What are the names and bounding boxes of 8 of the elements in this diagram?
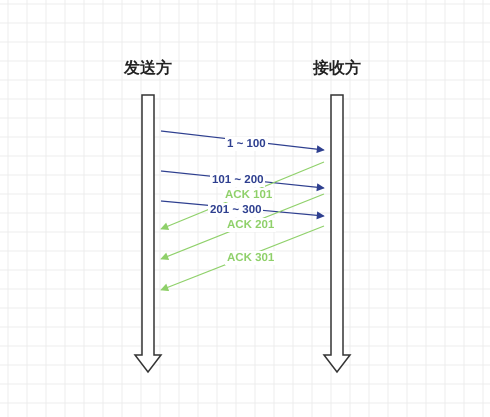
edge-label: ACK 101	[223, 188, 274, 202]
edge-label: 101 ~ 200	[210, 173, 266, 187]
column-heading: 接收方	[312, 58, 362, 79]
column-heading: 发送方	[122, 58, 173, 79]
edge-label: ACK 201	[225, 218, 276, 232]
edge-label: 1 ~ 100	[225, 137, 268, 151]
edge-label: 201 ~ 300	[208, 203, 264, 217]
edge-label: ACK 301	[225, 251, 276, 265]
